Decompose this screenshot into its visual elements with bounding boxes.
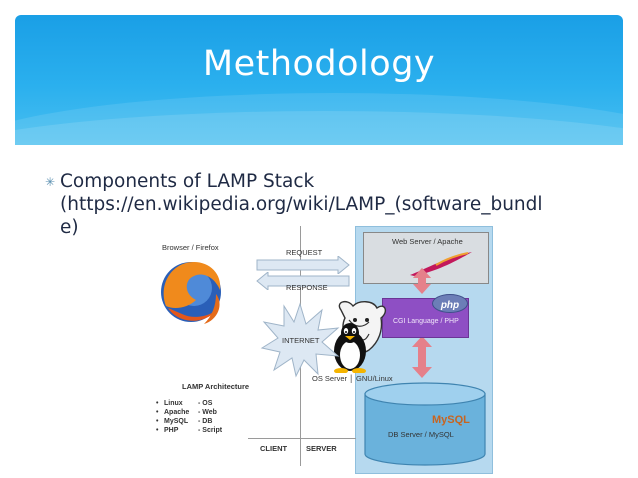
- slide-title: Methodology: [202, 44, 436, 84]
- client-server-baseline: [248, 438, 356, 439]
- client-label: CLIENT: [260, 444, 288, 453]
- bullet-line: Components of LAMP Stack: [60, 171, 315, 192]
- bullet-star-icon: ✳: [45, 175, 56, 189]
- response-label: RESPONSE: [286, 283, 328, 292]
- request-arrow-icon: [256, 256, 350, 274]
- os-server-label: OS Server: [312, 374, 348, 383]
- gnu-linux-label: GNU/Linux: [356, 374, 393, 383]
- db-server-label: DB Server / MySQL: [388, 430, 454, 439]
- request-label: REQUEST: [286, 248, 323, 257]
- bullet-text: ✳ Components of LAMP Stack (https://en.w…: [45, 170, 560, 239]
- lamp-list: • Linux - OS • Apache - Web • MySQL - DB…: [156, 400, 256, 436]
- tux-penguin-icon: [334, 323, 366, 373]
- list-item: • MySQL - DB: [156, 418, 213, 425]
- lamp-diagram: Web Server / Apache CGI Language / PHP p…: [150, 226, 496, 474]
- list-item: • Apache - Web: [156, 409, 217, 416]
- os-label-divider: |: [350, 373, 353, 383]
- db-cylinder: [364, 382, 486, 466]
- list-item: • PHP - Script: [156, 427, 223, 434]
- server-label: SERVER: [306, 444, 337, 453]
- web-server-label: Web Server / Apache: [392, 237, 463, 246]
- php-logo: php: [432, 294, 468, 313]
- apache-feather-icon: [410, 252, 472, 276]
- web-cgi-arrow-icon: [413, 268, 431, 294]
- cgi-label: CGI Language / PHP: [393, 318, 459, 325]
- firefox-logo-icon: [161, 262, 221, 324]
- cgi-db-arrow-icon: [412, 336, 432, 378]
- internet-label: INTERNET: [282, 336, 320, 345]
- response-arrow-icon: [256, 272, 350, 290]
- internet-burst-icon: [260, 302, 340, 378]
- browser-label: Browser / Firefox: [162, 243, 219, 252]
- mysql-logo: MySQL: [432, 414, 470, 426]
- title-banner: [15, 15, 623, 145]
- bullet-line: (https://en.wikipedia.org/wiki/LAMP_(sof…: [60, 194, 543, 215]
- lamp-architecture-title: LAMP Architecture: [182, 382, 250, 391]
- bullet-line: e): [60, 217, 79, 238]
- list-item: • Linux - OS: [156, 400, 213, 407]
